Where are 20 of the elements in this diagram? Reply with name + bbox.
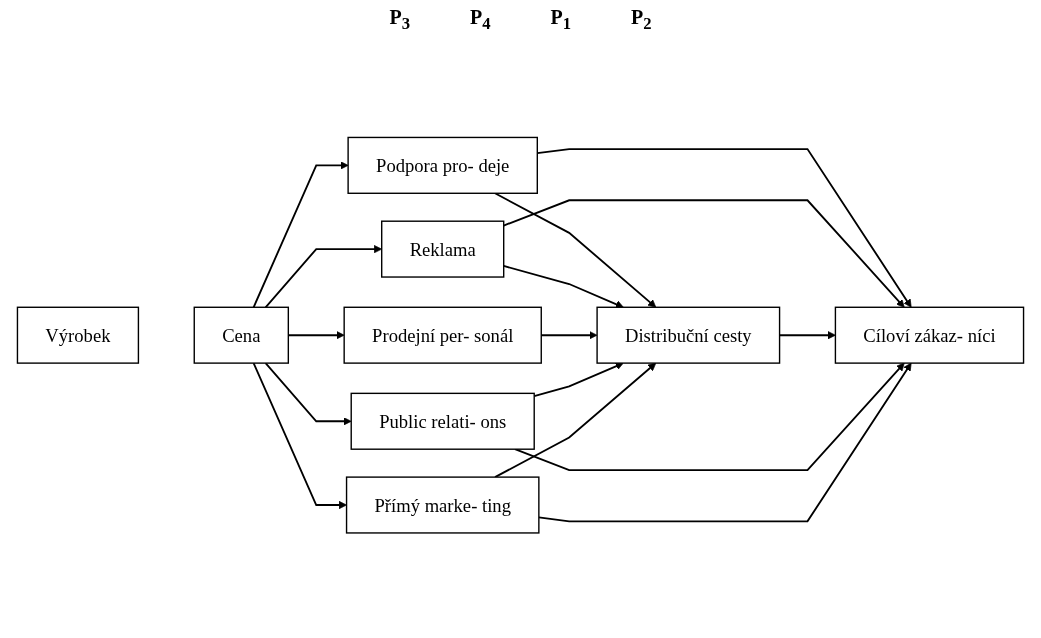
node-box: Public relati- ons bbox=[350, 392, 535, 450]
node-box: Distribuční cesty bbox=[596, 306, 781, 364]
node-box: Prodejní per- sonál bbox=[343, 306, 542, 364]
column-label: P$_{1}$ bbox=[550, 6, 572, 34]
node-box: Cíloví zákaz- níci bbox=[834, 306, 1025, 364]
node-box: Reklama bbox=[381, 220, 505, 278]
arrow bbox=[494, 192, 657, 308]
node-box: Výrobek bbox=[16, 306, 140, 364]
node-box: Podpora pro- deje bbox=[347, 136, 538, 194]
arrow bbox=[252, 362, 347, 509]
arrow bbox=[252, 161, 349, 308]
arrow bbox=[494, 362, 657, 478]
arrow bbox=[514, 362, 905, 471]
column-label: P$_{2}$ bbox=[631, 6, 652, 34]
arrow bbox=[264, 362, 352, 426]
arrow bbox=[533, 362, 624, 397]
node-box: Cena bbox=[193, 306, 290, 364]
column-label: P$_{4}$ bbox=[469, 6, 491, 34]
column-label: P$_{3}$ bbox=[389, 6, 410, 34]
node-box: Přímý marke- ting bbox=[345, 476, 540, 534]
